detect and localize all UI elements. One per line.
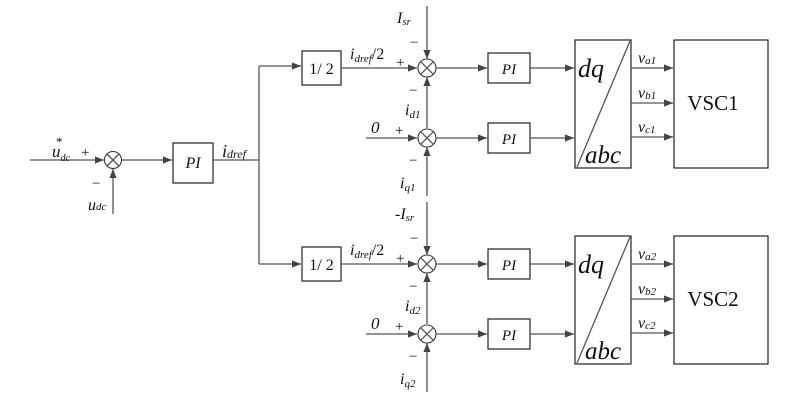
transform-abc-label: abc xyxy=(585,338,621,365)
vsc-label: VSC1 xyxy=(687,91,738,115)
sum-d-plus: + xyxy=(396,55,404,71)
output-label-a1: va1 xyxy=(638,50,656,67)
sum-cross xyxy=(420,257,434,271)
q-ref-label: 0 xyxy=(371,118,380,137)
transform-dq-label: dq xyxy=(578,54,604,83)
gain-block-half xyxy=(301,246,342,282)
vsc-block xyxy=(673,39,769,169)
q-ref-label: 0 xyxy=(371,314,380,333)
pi-d-label: PI xyxy=(501,258,517,274)
udc-meas-label: udc xyxy=(88,197,107,214)
sum-d-minus-bottom: − xyxy=(409,83,417,99)
sum-d-minus-bottom: − xyxy=(409,279,417,295)
sum-d-plus: + xyxy=(396,251,404,267)
udc-ref-star: * xyxy=(56,134,63,149)
output-label-c1: vc1 xyxy=(638,119,656,136)
vsc-block xyxy=(673,235,769,365)
half-idref-label: idref/2 xyxy=(350,46,384,65)
sum-cross xyxy=(420,131,434,145)
output-label-b1: vb1 xyxy=(638,85,656,102)
pi-q-label: PI xyxy=(501,132,517,148)
sum-q-plus: + xyxy=(395,319,403,335)
pi-q-block xyxy=(487,122,531,154)
output-label-a2: va2 xyxy=(638,246,657,263)
gain-label: 1/ 2 xyxy=(309,61,333,78)
id-feedback-label: id2 xyxy=(405,298,421,317)
output-label-b2: vb2 xyxy=(638,281,657,298)
transform-dq-label: dq xyxy=(578,250,604,279)
sum-dc-minus: − xyxy=(92,176,100,192)
udc-ref-label: udc xyxy=(52,142,71,164)
transform-diagonal xyxy=(576,40,631,168)
half-idref-label: idref/2 xyxy=(350,242,384,261)
sum-q-minus: − xyxy=(409,349,417,365)
id-feedback-label: id1 xyxy=(405,102,420,121)
sum-cross xyxy=(420,327,434,341)
sum-cross xyxy=(420,61,434,75)
gain-block-half xyxy=(301,50,342,86)
output-label-c2: vc2 xyxy=(638,315,656,332)
outer-pi-label: PI xyxy=(184,155,201,172)
pi-q-label: PI xyxy=(501,328,517,344)
sum-q-minus: − xyxy=(409,153,417,169)
gain-label: 1/ 2 xyxy=(309,257,333,274)
transform-abc-label: abc xyxy=(585,142,621,169)
isr-label: -Isr xyxy=(395,206,415,224)
transform-diagonal xyxy=(576,236,631,364)
sum-dc-plus: + xyxy=(81,145,89,161)
vsc-label: VSC2 xyxy=(687,287,738,311)
iq-feedback-label: iq1 xyxy=(400,175,415,194)
branches: 1/ 2idref/2+Isr−−id1PI0+−iq1PIdqabcva1vb… xyxy=(301,6,769,392)
sum-cross xyxy=(106,153,120,167)
pi-d-block xyxy=(487,52,531,84)
iq-feedback-label: iq2 xyxy=(400,371,416,390)
outer-pi-block xyxy=(172,142,214,184)
isr-label: Isr xyxy=(396,10,412,28)
sum-d-minus-top: − xyxy=(410,231,418,247)
sum-d-minus-top: − xyxy=(410,35,418,51)
idref-label: idref xyxy=(222,141,248,161)
sum-q-plus: + xyxy=(395,123,403,139)
branch-2: 1/ 2idref/2+-Isr−−id2PI0+−iq2PIdqabcva2v… xyxy=(301,202,769,392)
pi-d-block xyxy=(487,248,531,280)
branch-1: 1/ 2idref/2+Isr−−id1PI0+−iq1PIdqabcva1vb… xyxy=(301,6,769,196)
pi-d-label: PI xyxy=(501,62,517,78)
